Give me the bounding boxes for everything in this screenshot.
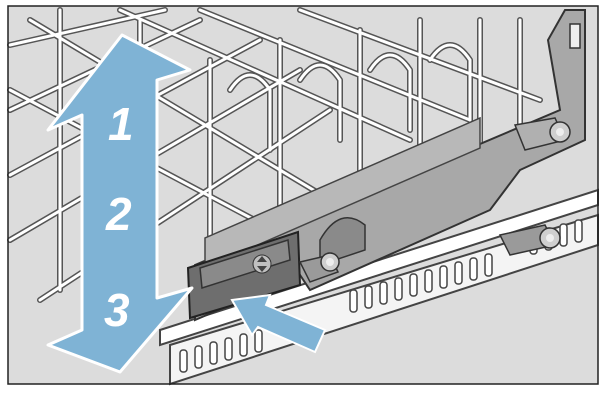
level-label-2: 2 <box>105 188 132 240</box>
up-down-arrow-icon <box>253 255 271 273</box>
level-label-1: 1 <box>108 98 134 150</box>
level-label-3: 3 <box>104 284 130 336</box>
